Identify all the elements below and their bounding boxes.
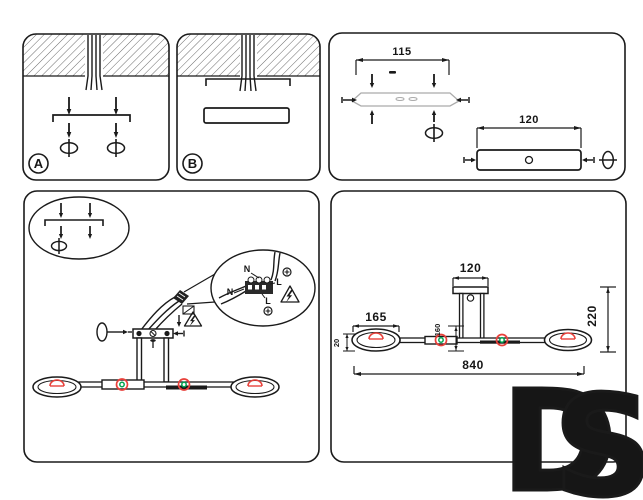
panel-installation: N L N L bbox=[23, 190, 320, 463]
panel-dims-border bbox=[328, 32, 626, 181]
dim-120-label: 120 bbox=[519, 114, 539, 126]
label-live-bottom: L bbox=[265, 296, 271, 306]
connector-tag-slash bbox=[182, 305, 195, 315]
canopy-hole bbox=[466, 294, 475, 302]
panel-mounting-dimensions: 115 120 bbox=[328, 32, 626, 181]
canopy-hole bbox=[524, 155, 534, 165]
dim-height-label: 220 bbox=[585, 305, 599, 327]
wall-anchor-icon bbox=[59, 139, 126, 157]
canopy-plate bbox=[203, 107, 290, 124]
screw-head-icon bbox=[263, 267, 292, 316]
ds-logo-watermark: D S bbox=[503, 383, 643, 500]
wire-connector-detail bbox=[176, 292, 186, 301]
wall-anchor-icon bbox=[424, 124, 444, 142]
fixture-arm bbox=[78, 379, 235, 390]
step-a-badge bbox=[28, 153, 49, 174]
mounting-bracket bbox=[205, 78, 291, 86]
dim-ring-label: 165 bbox=[365, 310, 387, 324]
mounting-plate bbox=[132, 328, 185, 348]
logo-letter-s: S bbox=[553, 383, 643, 500]
wire-connector bbox=[173, 290, 189, 304]
dim-ring-height-label: 20 bbox=[332, 339, 341, 347]
dim-ring-165: 165 bbox=[352, 310, 400, 332]
down-arrow-icon bbox=[176, 315, 182, 327]
dim-stem-160: 160 bbox=[433, 324, 464, 352]
panel-step-b: B bbox=[176, 33, 321, 181]
dim-120: 120 bbox=[476, 114, 582, 148]
step-b-label: B bbox=[188, 156, 197, 171]
magnifier-cone bbox=[186, 301, 216, 305]
label-live-right: L bbox=[276, 277, 282, 287]
dim-ring-height-20: 20 bbox=[332, 333, 355, 352]
logo-letter-d: D bbox=[503, 383, 617, 500]
dim-stem-label: 160 bbox=[433, 324, 442, 337]
dim-total-label: 840 bbox=[462, 358, 484, 372]
terminal-block bbox=[245, 276, 273, 294]
ring-left bbox=[351, 328, 401, 352]
step-a-label: A bbox=[34, 156, 44, 171]
fixture-arm bbox=[399, 335, 548, 345]
panel-step-a: A bbox=[22, 33, 170, 181]
step-b-badge bbox=[182, 153, 203, 174]
stem-rod bbox=[136, 337, 143, 383]
wall-anchor-icon bbox=[599, 150, 617, 170]
dim-115: 115 bbox=[355, 46, 450, 75]
warning-triangle-icon bbox=[183, 311, 203, 327]
mains-wires bbox=[239, 35, 257, 92]
side-arrow-icons bbox=[341, 97, 470, 103]
magnifier-cone bbox=[183, 273, 216, 293]
lead-wires bbox=[140, 296, 183, 332]
mounting-bracket bbox=[52, 114, 131, 122]
mains-wires bbox=[85, 35, 103, 91]
label-neutral-top: N bbox=[244, 264, 251, 274]
ring-right bbox=[543, 328, 593, 352]
screwdriver-icon bbox=[96, 322, 132, 342]
warning-triangle-icon bbox=[280, 285, 300, 303]
stem-rod bbox=[163, 337, 170, 383]
connector-tag bbox=[182, 305, 195, 315]
bracket-3d bbox=[350, 92, 461, 107]
screw-icon bbox=[66, 97, 119, 138]
dim-canopy-label: 120 bbox=[460, 261, 482, 275]
dim-total-840: 840 bbox=[353, 358, 585, 376]
ceiling-hatch bbox=[177, 34, 320, 78]
panel-install-border bbox=[23, 190, 320, 463]
ring-left bbox=[32, 376, 82, 398]
joint-highlight bbox=[115, 378, 191, 391]
ring-right bbox=[230, 376, 280, 398]
panel-fixture-dimensions: 120 165 20 160 220 840 bbox=[330, 190, 627, 463]
dim-115-label: 115 bbox=[392, 46, 411, 58]
screw-icon bbox=[369, 74, 437, 124]
panel-fixture-border bbox=[330, 190, 627, 463]
stem-rod bbox=[458, 292, 464, 340]
panel-a-border bbox=[22, 33, 170, 181]
bracket-inset bbox=[28, 196, 130, 260]
dim-canopy-120: 120 bbox=[452, 261, 489, 286]
joint-highlight bbox=[434, 333, 509, 347]
panel-b-border bbox=[176, 33, 321, 181]
label-neutral-left: N bbox=[227, 287, 234, 297]
side-arrow-icons bbox=[463, 157, 595, 163]
dim-height-220: 220 bbox=[585, 286, 616, 353]
canopy-plate bbox=[452, 286, 489, 295]
canopy-bar bbox=[476, 149, 582, 171]
wiring-detail-inset: N L N L bbox=[210, 249, 316, 327]
screw-tip-icon bbox=[389, 71, 396, 74]
stem-rod bbox=[479, 292, 485, 340]
